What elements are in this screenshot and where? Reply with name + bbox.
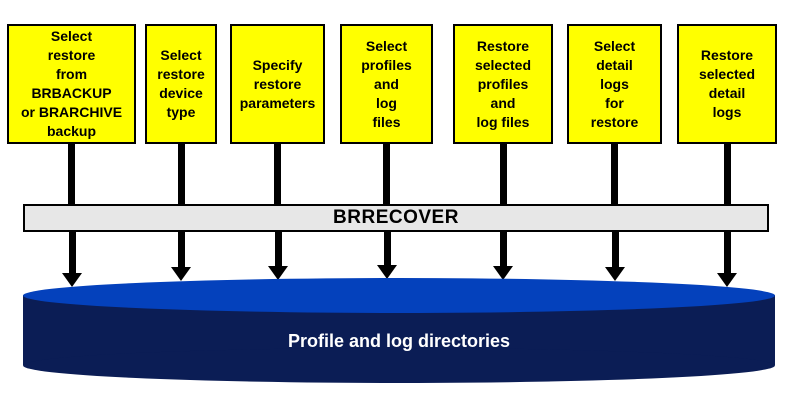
down-arrow-6-head-icon <box>605 267 625 281</box>
connector-line-6 <box>611 142 618 205</box>
down-arrow-6 <box>605 232 625 281</box>
step-box-restore-profiles-logs: Restore selected profiles and log files <box>453 24 553 144</box>
down-arrow-2-head-icon <box>171 267 191 281</box>
down-arrow-1 <box>62 232 82 287</box>
step-box-restore-detail-logs: Restore selected detail logs <box>677 24 777 144</box>
down-arrow-6-stem <box>611 232 619 267</box>
step-box-label: Specify restore parameters <box>239 56 316 111</box>
profile-log-directories-disc: Profile and log directories <box>23 278 775 390</box>
down-arrow-5-head-icon <box>493 266 513 280</box>
step-box-label: Select restore from BRBACKUP or BRARCHIV… <box>20 28 123 139</box>
profile-log-directories-label: Profile and log directories <box>287 331 511 351</box>
step-box-select-detail-logs: Select detail logs for restore <box>567 24 662 144</box>
down-arrow-1-head-icon <box>62 273 82 287</box>
down-arrow-5 <box>493 232 513 280</box>
down-arrow-3-stem <box>274 232 282 266</box>
down-arrow-7 <box>717 232 737 287</box>
disc-top-face <box>23 278 775 313</box>
step-box-label: Select profiles and log files <box>361 37 412 130</box>
down-arrow-3-head-icon <box>268 266 288 280</box>
down-arrow-4-head-icon <box>377 265 397 279</box>
down-arrow-1-stem <box>68 232 76 273</box>
step-box-label: Select detail logs for restore <box>590 37 639 130</box>
connector-line-7 <box>724 142 731 205</box>
step-box-select-device-type: Select restore device type <box>145 24 217 144</box>
down-arrow-7-head-icon <box>717 273 737 287</box>
step-box-label: Restore selected detail logs <box>698 47 756 120</box>
down-arrow-4 <box>377 232 397 279</box>
down-arrow-2-stem <box>177 232 185 267</box>
step-box-label: Restore selected profiles and log files <box>474 37 532 130</box>
down-arrow-3 <box>268 232 288 280</box>
brrecover-label: BRRECOVER <box>333 207 459 228</box>
connector-line-5 <box>500 142 507 205</box>
brrecover-bar: BRRECOVER <box>23 204 769 232</box>
connector-line-4 <box>383 142 390 205</box>
connector-line-1 <box>68 142 75 205</box>
step-box-select-profiles-logs: Select profiles and log files <box>340 24 433 144</box>
down-arrow-7-stem <box>723 232 731 273</box>
down-arrow-4-stem <box>383 232 391 265</box>
step-box-specify-parameters: Specify restore parameters <box>230 24 325 144</box>
disc-bottom-edge <box>23 348 775 383</box>
down-arrow-2 <box>171 232 191 281</box>
connector-line-2 <box>178 142 185 205</box>
connector-line-3 <box>274 142 281 205</box>
down-arrow-5-stem <box>499 232 507 266</box>
step-box-select-restore-source: Select restore from BRBACKUP or BRARCHIV… <box>7 24 136 144</box>
step-box-label: Select restore device type <box>157 47 205 120</box>
